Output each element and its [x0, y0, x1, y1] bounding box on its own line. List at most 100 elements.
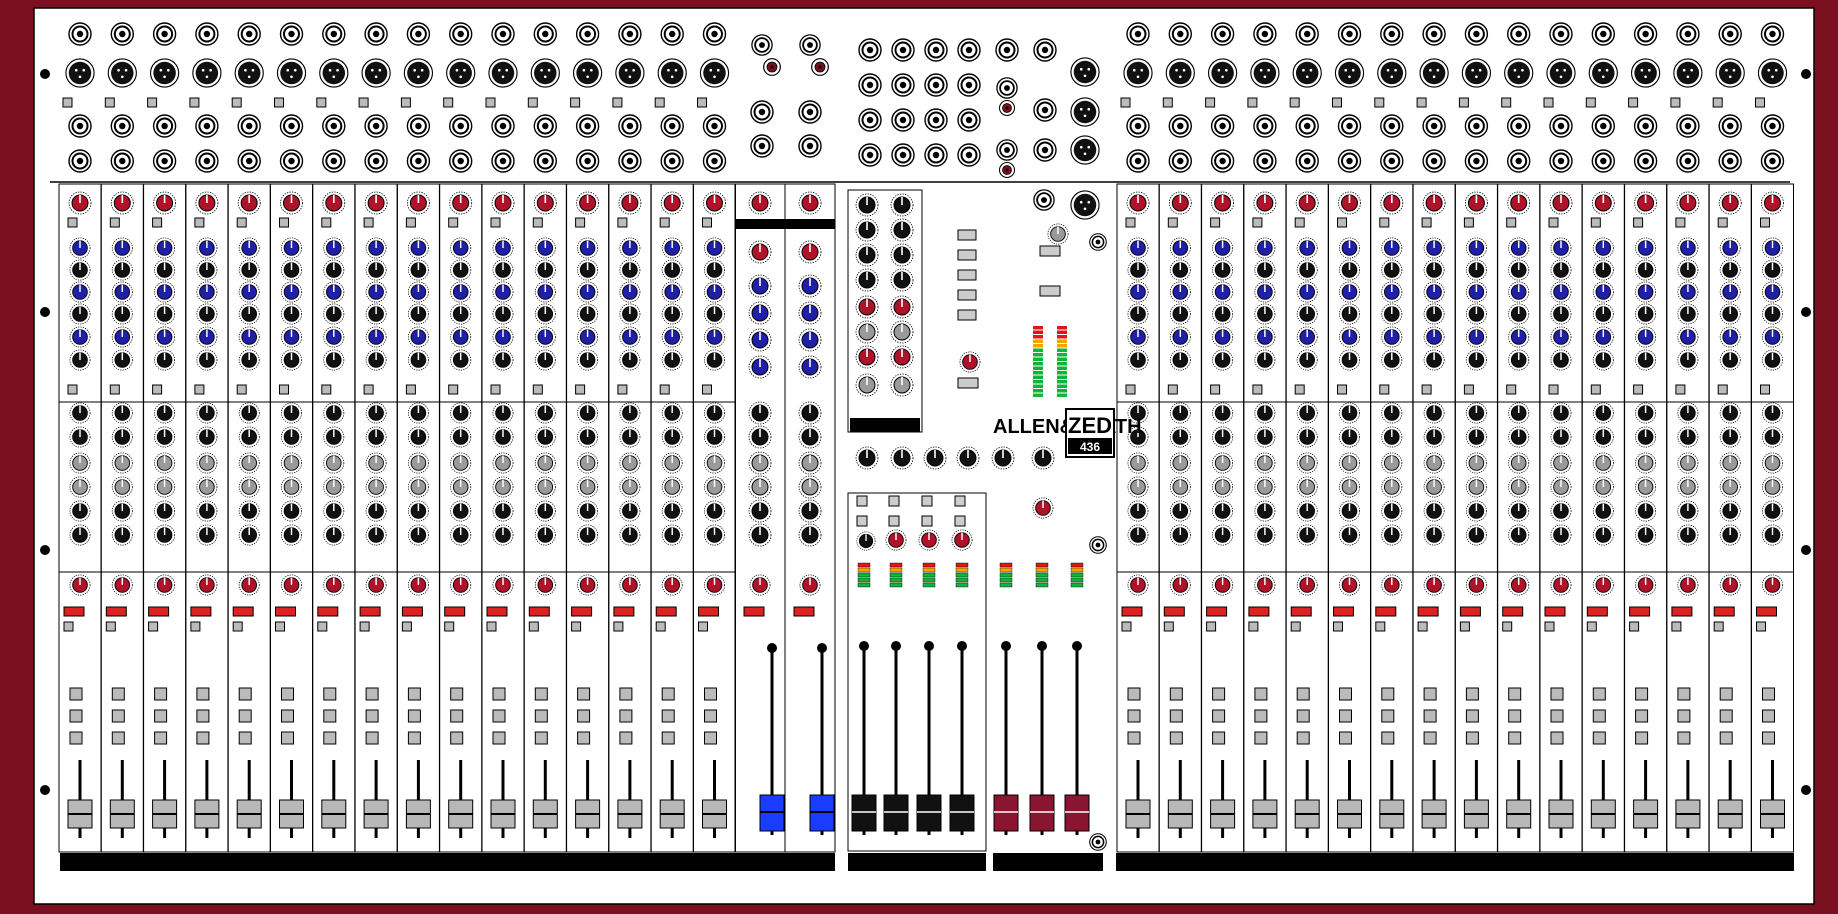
- phones-source-button[interactable]: [1039, 245, 1061, 257]
- routing-button[interactable]: [577, 687, 591, 701]
- jack-socket-icon[interactable]: [1168, 149, 1193, 173]
- pan-knob[interactable]: [1761, 574, 1784, 596]
- aux-send-knob[interactable]: [748, 499, 772, 523]
- eq-switch[interactable]: [702, 384, 712, 395]
- eq-knob[interactable]: [196, 303, 218, 325]
- mute-button[interactable]: [63, 606, 85, 617]
- gain-knob[interactable]: [1633, 191, 1658, 215]
- xlr-connector-icon[interactable]: [1588, 58, 1618, 88]
- aux-send-knob[interactable]: [492, 500, 514, 522]
- routing-button[interactable]: [534, 687, 548, 701]
- pfl-button[interactable]: [190, 621, 201, 632]
- eq-knob[interactable]: [449, 259, 472, 281]
- routing-button[interactable]: [407, 709, 421, 723]
- routing-button[interactable]: [1339, 709, 1352, 723]
- jack-socket-icon[interactable]: [194, 149, 219, 173]
- routing-button[interactable]: [238, 709, 252, 723]
- eq-knob[interactable]: [492, 281, 514, 303]
- pan-knob[interactable]: [1634, 574, 1657, 596]
- routing-button[interactable]: [1423, 709, 1437, 723]
- jack-socket-icon[interactable]: [1295, 22, 1320, 46]
- aux-send-knob[interactable]: [153, 476, 176, 498]
- routing-button[interactable]: [1508, 709, 1522, 723]
- hpf-switch[interactable]: [1675, 217, 1686, 228]
- pfl-button[interactable]: [1629, 621, 1640, 632]
- eq-knob[interactable]: [196, 281, 218, 303]
- aux-send-knob[interactable]: [748, 523, 772, 547]
- eq-knob[interactable]: [365, 326, 387, 348]
- aux-send-knob[interactable]: [1296, 452, 1319, 474]
- eq-knob[interactable]: [1634, 281, 1657, 303]
- aux-send-knob[interactable]: [534, 426, 557, 448]
- eq-switch[interactable]: [1717, 384, 1728, 395]
- eq-knob[interactable]: [1592, 349, 1615, 371]
- eq-knob[interactable]: [280, 349, 303, 371]
- gain-knob[interactable]: [1168, 191, 1193, 215]
- aux-send-knob[interactable]: [1592, 426, 1615, 448]
- gain-knob[interactable]: [1718, 191, 1742, 215]
- pan-knob[interactable]: [365, 574, 387, 596]
- aux-send-knob[interactable]: [365, 402, 387, 424]
- aux-send-knob[interactable]: [407, 524, 430, 546]
- jack-socket-icon[interactable]: [194, 114, 219, 138]
- xlr-connector-icon[interactable]: [234, 58, 264, 88]
- insert-switch[interactable]: [654, 97, 665, 108]
- mute-button[interactable]: [148, 606, 170, 617]
- eq-knob[interactable]: [492, 237, 514, 259]
- aux-send-knob[interactable]: [1338, 426, 1361, 448]
- routing-button[interactable]: [1550, 731, 1564, 745]
- aux-send-knob[interactable]: [322, 500, 345, 522]
- eq-knob[interactable]: [1423, 349, 1445, 371]
- aux-send-knob[interactable]: [1338, 500, 1361, 522]
- jack-socket-icon[interactable]: [575, 114, 600, 138]
- aux-send-knob[interactable]: [1677, 500, 1699, 522]
- aux-send-knob[interactable]: [1338, 524, 1361, 546]
- eq-knob[interactable]: [1127, 349, 1149, 371]
- routing-button[interactable]: [450, 731, 464, 745]
- eq-knob[interactable]: [1761, 326, 1784, 348]
- routing-button[interactable]: [619, 709, 633, 723]
- xlr-connector-icon[interactable]: [1546, 58, 1576, 88]
- jack-socket-icon[interactable]: [321, 149, 346, 173]
- eq-switch[interactable]: [279, 384, 289, 395]
- routing-button[interactable]: [1169, 709, 1183, 723]
- routing-button[interactable]: [1719, 687, 1733, 701]
- routing-button[interactable]: [111, 731, 125, 745]
- aux-send-knob[interactable]: [1127, 500, 1149, 522]
- aux-send-knob[interactable]: [1127, 476, 1149, 498]
- eq-knob[interactable]: [1169, 303, 1192, 325]
- eq-knob[interactable]: [111, 237, 134, 259]
- aux-send-knob[interactable]: [153, 524, 176, 546]
- aux-send-knob[interactable]: [576, 476, 599, 498]
- pfl-button[interactable]: [1206, 621, 1217, 632]
- gain-knob[interactable]: [279, 191, 304, 215]
- aux-send-knob[interactable]: [1634, 402, 1657, 424]
- eq-knob[interactable]: [1169, 281, 1192, 303]
- aux-send-knob[interactable]: [661, 524, 684, 546]
- source-select-button[interactable]: [957, 309, 977, 321]
- eq-knob[interactable]: [798, 328, 822, 352]
- aux-send-knob[interactable]: [69, 476, 91, 498]
- aux-send-knob[interactable]: [196, 524, 218, 546]
- eq-knob[interactable]: [1338, 259, 1361, 281]
- aux-send-knob[interactable]: [1719, 500, 1742, 522]
- aux-send-knob[interactable]: [280, 452, 303, 474]
- eq-switch[interactable]: [1548, 384, 1559, 395]
- eq-knob[interactable]: [1296, 281, 1319, 303]
- pan-knob[interactable]: [1507, 574, 1530, 596]
- eq-knob[interactable]: [196, 259, 218, 281]
- xlr-connector-icon[interactable]: [319, 58, 349, 88]
- jack-socket-icon[interactable]: [957, 73, 981, 97]
- aux-send-knob[interactable]: [280, 402, 303, 424]
- eq-knob[interactable]: [1211, 303, 1234, 325]
- xlr-connector-icon[interactable]: [1504, 58, 1534, 88]
- pfl-button[interactable]: [1333, 621, 1343, 632]
- hpf-switch[interactable]: [236, 217, 247, 228]
- aux-send-knob[interactable]: [619, 476, 641, 498]
- jack-socket-icon[interactable]: [364, 22, 389, 46]
- routing-button[interactable]: [661, 731, 675, 745]
- eq-knob[interactable]: [196, 326, 218, 348]
- aux-send-knob[interactable]: [1296, 402, 1319, 424]
- aux-send-knob[interactable]: [492, 524, 514, 546]
- xlr-connector-icon[interactable]: [488, 58, 518, 88]
